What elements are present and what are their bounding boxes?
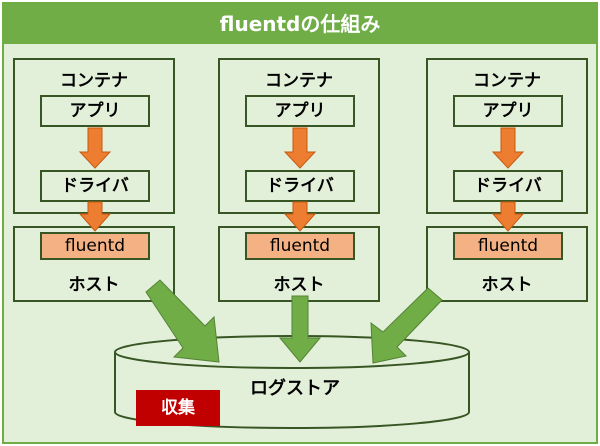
diagram-title: fluentdの仕組み — [4, 4, 596, 44]
arrow-host-store-3 — [370, 287, 443, 364]
driver-box-1: ドライバ — [40, 170, 150, 202]
fluentd-box-2: fluentd — [245, 232, 355, 260]
fluentd-box-3: fluentd — [453, 232, 563, 260]
arrow-app-driver-2 — [283, 127, 317, 169]
fluentd-box-1: fluentd — [40, 232, 150, 260]
container-label: コンテナ — [60, 71, 128, 91]
host-label: ホスト — [68, 275, 120, 295]
arrow-host-store-1 — [145, 279, 220, 363]
host-label: ホスト — [481, 275, 533, 295]
driver-box-2: ドライバ — [245, 170, 355, 202]
arrow-driver-fluentd-3 — [491, 201, 525, 232]
driver-box-3: ドライバ — [453, 170, 563, 202]
arrow-app-driver-3 — [491, 127, 525, 169]
host-label: ホスト — [273, 275, 325, 295]
arrow-driver-fluentd-2 — [283, 201, 317, 232]
app-box-2: アプリ — [245, 95, 355, 127]
log-store-label: ログストア — [250, 378, 340, 399]
app-box-1: アプリ — [40, 95, 150, 127]
arrow-app-driver-1 — [78, 127, 112, 169]
arrow-host-store-2 — [278, 295, 322, 363]
container-label: コンテナ — [473, 71, 541, 91]
app-box-3: アプリ — [453, 95, 563, 127]
container-label: コンテナ — [265, 71, 333, 91]
collect-stamp: 収集 — [136, 390, 220, 426]
arrow-driver-fluentd-1 — [78, 201, 112, 232]
